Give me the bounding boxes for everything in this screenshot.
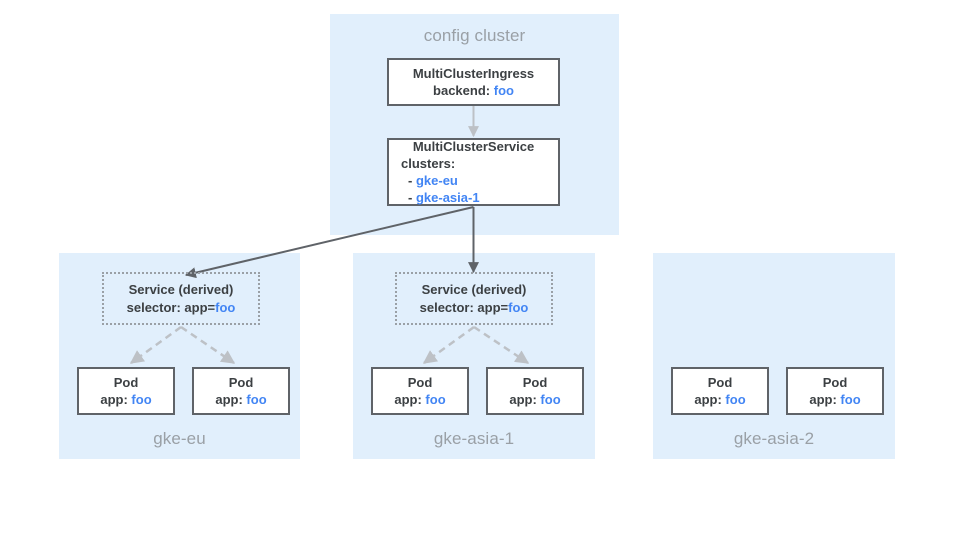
cluster-name: gke-eu	[415, 173, 458, 188]
backend-value: foo	[493, 83, 514, 98]
app-value: foo	[840, 392, 861, 407]
app-value: foo	[725, 392, 746, 407]
multi-cluster-ingress-kind: MultiClusterIngress	[412, 66, 535, 81]
app-value: foo	[131, 392, 152, 407]
derived-service-box-gke-asia-1[interactable]: Service (derived) selector: app=foo	[395, 272, 553, 325]
app-key: app:	[509, 392, 537, 407]
app-key: app:	[100, 392, 128, 407]
cluster-panel-gke-asia-2: gke-asia-2	[653, 253, 895, 459]
list-bullet: -	[408, 190, 413, 205]
cluster-label-gke-asia-2: gke-asia-2	[733, 429, 815, 448]
pod-box[interactable]: Pod app: foo	[192, 367, 290, 415]
selector-key: selector: app=	[419, 299, 509, 315]
pod-title: Pod	[522, 375, 548, 390]
pod-title: Pod	[822, 375, 848, 390]
multi-cluster-service-clusters-key: clusters:	[401, 156, 456, 171]
multi-cluster-service-cluster-item: - gke-eu	[389, 172, 558, 189]
app-key: app:	[394, 392, 422, 407]
pod-app-label: app: foo	[509, 391, 560, 408]
pod-app-label: app: foo	[394, 391, 445, 408]
multi-cluster-service-cluster-item: - gke-asia-1	[389, 189, 558, 206]
pod-title: Pod	[707, 375, 733, 390]
derived-service-title: Service (derived)	[421, 281, 527, 297]
app-key: app:	[809, 392, 837, 407]
cluster-label-gke-asia-1: gke-asia-1	[433, 429, 515, 448]
pod-box[interactable]: Pod app: foo	[371, 367, 469, 415]
app-value: foo	[246, 392, 267, 407]
selector-value: foo	[508, 299, 529, 315]
derived-service-title: Service (derived)	[128, 281, 234, 297]
derived-service-box-gke-eu[interactable]: Service (derived) selector: app=foo	[102, 272, 260, 325]
pod-app-label: app: foo	[809, 391, 860, 408]
pod-app-label: app: foo	[100, 391, 151, 408]
cluster-label-gke-eu: gke-eu	[153, 429, 206, 448]
selector-value: foo	[215, 299, 236, 315]
pod-box[interactable]: Pod app: foo	[77, 367, 175, 415]
list-bullet: -	[408, 173, 413, 188]
config-cluster-title: config cluster	[423, 26, 526, 45]
pod-app-label: app: foo	[215, 391, 266, 408]
pod-app-label: app: foo	[694, 391, 745, 408]
pod-box[interactable]: Pod app: foo	[486, 367, 584, 415]
pod-box[interactable]: Pod app: foo	[671, 367, 769, 415]
cluster-panel-gke-asia-1: gke-asia-1	[353, 253, 595, 459]
pod-title: Pod	[407, 375, 433, 390]
app-key: app:	[694, 392, 722, 407]
multi-cluster-ingress-backend: backend: foo	[433, 82, 514, 99]
cluster-name: gke-asia-1	[415, 190, 480, 205]
pod-title: Pod	[113, 375, 139, 390]
multi-cluster-service-kind: MultiClusterService	[412, 139, 535, 154]
app-value: foo	[425, 392, 446, 407]
derived-service-selector: selector: app=foo	[420, 299, 529, 317]
pod-title: Pod	[228, 375, 254, 390]
backend-key: backend:	[433, 83, 491, 98]
app-key: app:	[215, 392, 243, 407]
derived-service-selector: selector: app=foo	[127, 299, 236, 317]
multi-cluster-ingress-box[interactable]: MultiClusterIngress backend: foo	[387, 58, 560, 106]
selector-key: selector: app=	[126, 299, 216, 315]
app-value: foo	[540, 392, 561, 407]
pod-box[interactable]: Pod app: foo	[786, 367, 884, 415]
multi-cluster-service-box[interactable]: MultiClusterService clusters: - gke-eu -…	[387, 138, 560, 206]
